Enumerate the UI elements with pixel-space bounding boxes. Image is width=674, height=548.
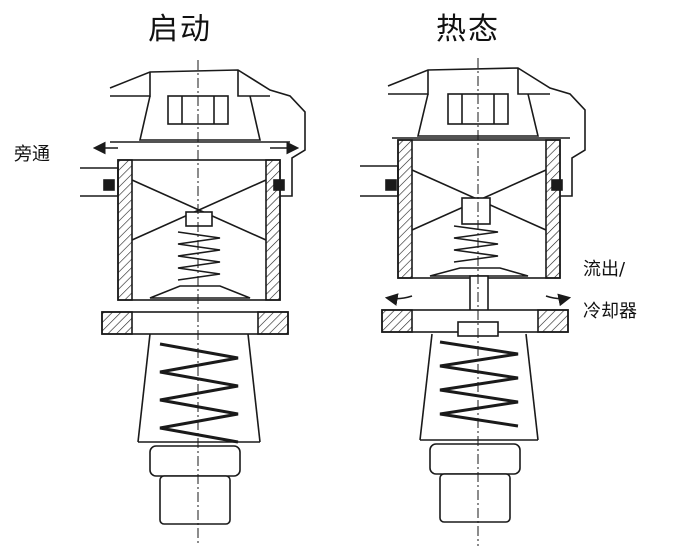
title-hot-state: 热态 — [436, 12, 500, 47]
thermostat-hot — [360, 67, 586, 523]
title-startup: 启动 — [148, 12, 212, 47]
label-cooler: 冷却器 — [583, 301, 637, 322]
label-bypass: 旁通 — [14, 144, 50, 165]
thermostat-startup — [80, 69, 306, 525]
label-outflow: 流出/ — [583, 259, 626, 280]
